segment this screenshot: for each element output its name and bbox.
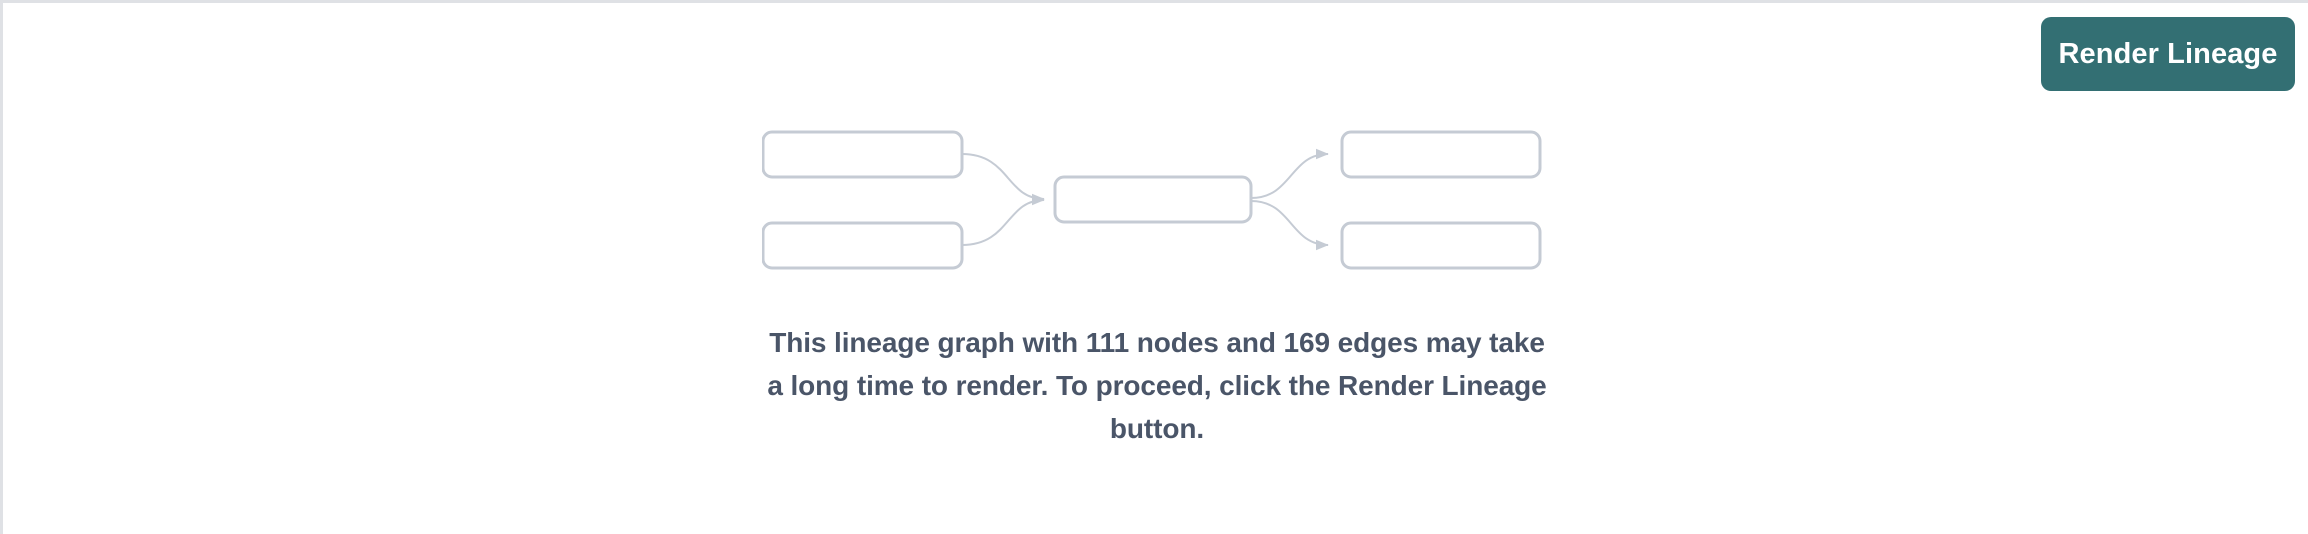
lineage-empty-state: This lineage graph with 111 nodes and 16… <box>3 3 2308 534</box>
render-lineage-button[interactable]: Render Lineage <box>2041 17 2295 91</box>
edge-model-c-to-output-d <box>1250 148 1329 199</box>
graph-node-source-b <box>762 221 964 270</box>
lineage-empty-state-message: This lineage graph with 111 nodes and 16… <box>767 327 1547 444</box>
edge-source-a-to-model-c <box>961 153 1045 205</box>
edge-model-c-to-output-e <box>1250 200 1329 251</box>
graph-node-output-d <box>1340 130 1542 179</box>
graph-node-model-c <box>1053 175 1253 224</box>
graph-node-output-e <box>1340 221 1542 270</box>
lineage-graph-illustration <box>762 130 1542 270</box>
graph-node-source-a <box>762 130 964 179</box>
edge-source-b-to-model-c <box>961 194 1045 246</box>
